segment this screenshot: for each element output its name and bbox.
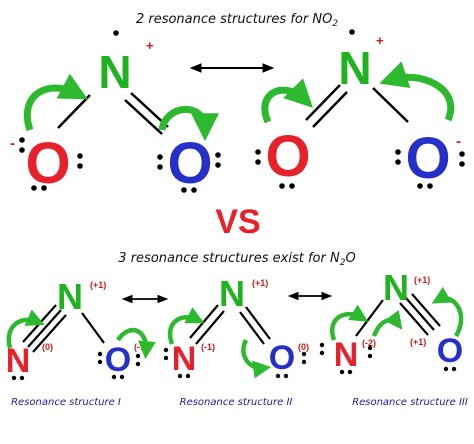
oxygen-charge: -	[456, 133, 461, 150]
lone-pairs	[319, 342, 373, 375]
triple-bond-line	[411, 293, 441, 327]
lone-pairs	[157, 152, 221, 193]
nitrogen-charge: (0)	[42, 342, 53, 352]
nitrogen-atom: N	[98, 46, 131, 98]
electron-arrow	[330, 304, 369, 341]
electron-arrow	[167, 307, 205, 345]
nitrogen-charge: (-1)	[201, 342, 215, 352]
nitrogen-atom-left: N	[6, 342, 31, 380]
electron-arrow	[431, 286, 464, 338]
n2o-structure-3: N (+1) N (-2) O (+1) Resonance structure…	[319, 267, 468, 408]
triple-bond-line	[22, 304, 57, 343]
oxygen-atom-right: O	[167, 131, 212, 196]
single-bond	[372, 87, 409, 123]
no2-structure-left: N + O - O	[10, 30, 221, 196]
single-bond	[57, 94, 91, 129]
n2o-structure-1: N (+1) N (0) O (-1) Resonance structure …	[6, 276, 156, 408]
nitrogen-charge: (-2)	[362, 338, 376, 348]
nitrogen-atom-left: N	[172, 340, 197, 378]
double-bond-line	[239, 311, 265, 345]
no2-structure-right: N + O O -	[255, 29, 465, 191]
structure-label: Resonance structure I	[11, 397, 121, 408]
nitrogen-charge: +	[376, 33, 384, 48]
top-title: 2 resonance structures for NO2	[136, 12, 338, 29]
electron-arrow	[241, 338, 272, 379]
electron-arrow	[261, 78, 313, 124]
lone-pairs	[275, 351, 307, 379]
oxygen-atom: O	[269, 339, 295, 377]
triple-bond-line	[27, 309, 62, 348]
oxygen-atom: O	[437, 332, 463, 370]
double-bond-line	[195, 310, 225, 345]
lone-pairs	[395, 149, 465, 189]
electron-arrow	[6, 309, 45, 349]
electron-arrow	[23, 73, 88, 132]
vs-label: VS	[215, 203, 260, 241]
triple-bond-line	[399, 302, 429, 336]
electron-arrow	[158, 105, 219, 142]
oxygen-charge: (+1)	[410, 337, 426, 347]
oxygen-charge: -	[10, 135, 15, 152]
single-bond	[355, 299, 384, 337]
triple-bond-line	[405, 297, 435, 331]
double-bond-line	[305, 84, 341, 121]
lone-pairs	[19, 137, 83, 191]
electron-arrow	[371, 309, 403, 337]
lone-pairs	[163, 347, 191, 379]
oxygen-atom-right: O	[405, 126, 450, 191]
nitrogen-charge: (+1)	[90, 280, 106, 290]
oxygen-atom-left: O	[25, 131, 70, 196]
nitrogen-atom-left: N	[334, 336, 359, 374]
nitrogen-atom-top: N	[219, 273, 245, 314]
double-bond-line	[124, 99, 163, 135]
lone-pairs	[255, 149, 295, 189]
n2o-structure-2: N (+1) N (-1) O (0) Resonance structure …	[163, 273, 309, 408]
lone-electron	[113, 30, 119, 36]
nitrogen-charge: (+1)	[252, 278, 268, 288]
bottom-title: 3 resonance structures exist for N2O	[118, 251, 355, 268]
lone-pairs	[11, 375, 25, 381]
nitrogen-atom-top: N	[383, 267, 409, 308]
nitrogen-charge: (+1)	[414, 275, 430, 285]
electron-arrow	[379, 61, 454, 122]
nitrogen-atom-top: N	[57, 276, 83, 317]
electron-arrow	[116, 327, 156, 360]
triple-bond-line	[32, 314, 67, 353]
nitrogen-charge: +	[146, 38, 154, 53]
double-bond-line	[245, 306, 271, 340]
oxygen-charge: (0)	[298, 342, 309, 352]
lone-pairs	[443, 366, 457, 372]
single-bond	[81, 312, 105, 344]
lone-electron	[349, 29, 355, 35]
structure-label: Resonance structure III	[352, 397, 468, 408]
oxygen-atom: O	[105, 341, 131, 379]
nitrogen-atom: N	[338, 42, 371, 94]
oxygen-atom-left: O	[265, 124, 310, 189]
structure-label: Resonance structure II	[180, 397, 293, 408]
double-bond-line	[312, 91, 348, 128]
